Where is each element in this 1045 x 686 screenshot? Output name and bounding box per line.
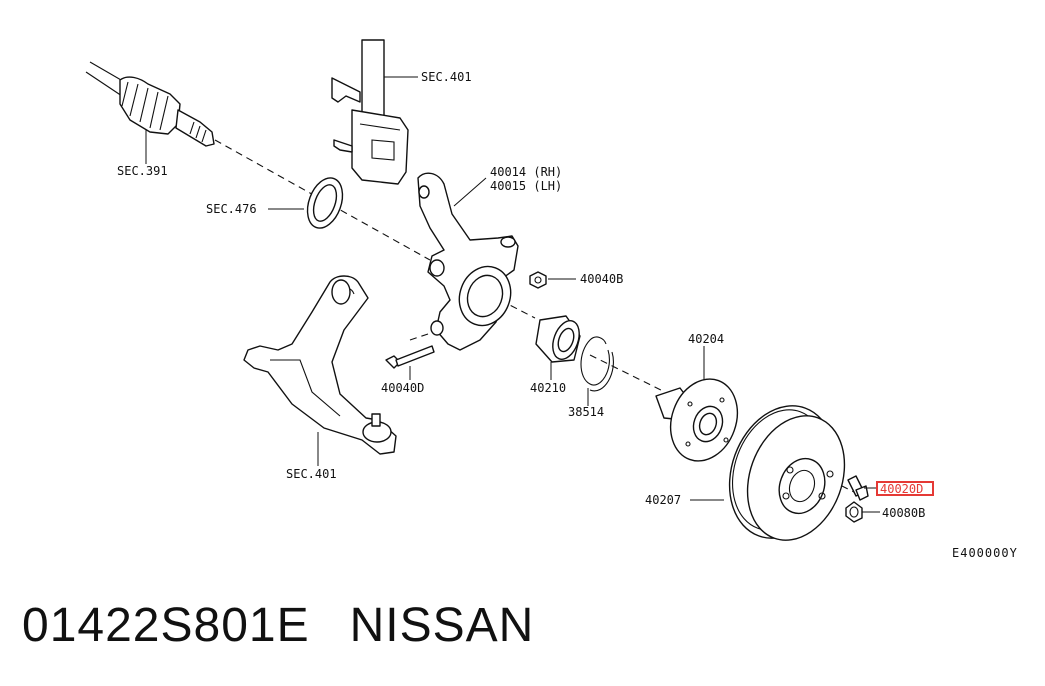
- label-40210: 40210: [530, 381, 566, 395]
- drive-shaft: [85, 61, 215, 147]
- diagram-code: E400000Y: [952, 546, 1018, 560]
- part-number: 01422S801E: [22, 599, 310, 652]
- wheel-stud: [847, 475, 869, 501]
- snap-ring: [580, 336, 614, 392]
- highlight-box-40020d: [876, 481, 934, 496]
- part-caption: 01422S801E NISSAN: [22, 598, 574, 653]
- wheel-hub: [655, 378, 739, 462]
- label-sec391: SEC.391: [117, 164, 168, 178]
- label-40020d[interactable]: 40020D: [880, 482, 923, 496]
- label-sec401-bottom: SEC.401: [286, 467, 337, 481]
- label-40080b: 40080B: [882, 506, 925, 520]
- wheel-bearing: [535, 315, 581, 363]
- label-sec476: SEC.476: [206, 202, 257, 216]
- label-38514: 38514: [568, 405, 604, 419]
- brake-rotor: [728, 405, 846, 541]
- strut-bracket: [331, 39, 409, 185]
- nut-40040b: [529, 271, 547, 289]
- nut-40080b: [845, 501, 863, 523]
- seal-ring: [306, 177, 344, 229]
- label-40014: 40014 (RH): [490, 165, 562, 179]
- steering-knuckle: [417, 172, 519, 351]
- leader-lines: [145, 76, 880, 513]
- label-40204: 40204: [688, 332, 724, 346]
- label-40207: 40207: [645, 493, 681, 507]
- bolt-40040d: [385, 345, 435, 369]
- label-40015: 40015 (LH): [490, 179, 562, 193]
- label-40040b: 40040B: [580, 272, 623, 286]
- brand-name: NISSAN: [349, 599, 535, 652]
- lower-control-arm: [243, 275, 397, 455]
- label-40040d: 40040D: [381, 381, 424, 395]
- label-sec401-top: SEC.401: [421, 70, 472, 84]
